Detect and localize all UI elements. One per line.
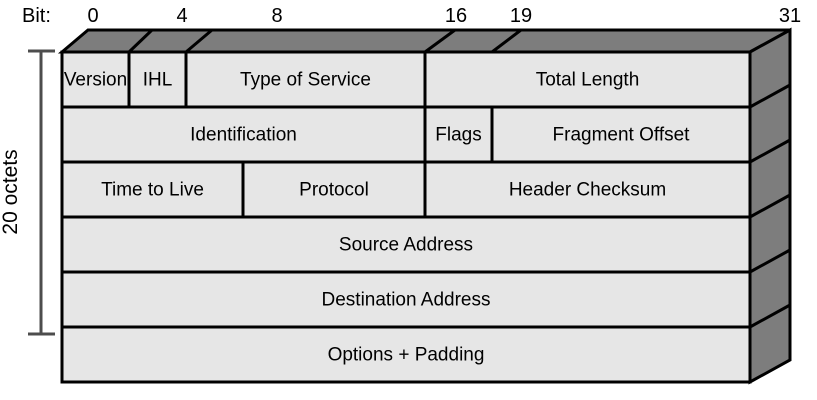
- header-row-0: Version IHL Type of Service Total Length: [60, 50, 752, 109]
- top-slant-bit4: [127, 28, 154, 54]
- top-slant-bit19: [491, 28, 522, 54]
- side-slant-row2: [749, 138, 791, 164]
- field-label-ihl: IHL: [143, 70, 173, 91]
- field-label-header-checksum: Header Checksum: [509, 180, 666, 201]
- field-label-version: Version: [64, 70, 127, 91]
- field-label-total-length: Total Length: [536, 70, 640, 91]
- field-label-fragment-offset: Fragment Offset: [553, 125, 691, 146]
- header-row-2: Time to Live Protocol Header Checksum: [60, 160, 752, 219]
- bit-tick-4: 4: [176, 5, 187, 27]
- field-label-identification: Identification: [190, 125, 297, 146]
- octets-bracket: 20 octets: [0, 49, 55, 336]
- bit-axis: Bit: 0 4 8 16 19 31: [22, 5, 801, 27]
- field-cell-fragment-offset: [490, 105, 752, 164]
- top-face: [57, 28, 791, 54]
- field-label-time-to-live: Time to Live: [101, 180, 204, 201]
- side-face-group: [748, 27, 792, 385]
- bit-tick-16: 16: [445, 5, 467, 27]
- field-cell-destination-address: [60, 270, 752, 329]
- top-slant-bit8: [185, 28, 213, 54]
- field-cell-source-address: [60, 215, 752, 274]
- field-cell-flags: [423, 105, 494, 164]
- header-row-5: Options + Padding: [60, 325, 752, 384]
- bit-tick-19: 19: [510, 5, 532, 27]
- bit-tick-31: 31: [779, 5, 801, 27]
- side-slant-row3: [749, 193, 791, 219]
- octets-bracket-label: 20 octets: [0, 149, 22, 234]
- top-slant-bit16: [424, 28, 456, 54]
- top-face-group: [57, 28, 791, 54]
- field-cell-version: [60, 50, 131, 109]
- bit-tick-0: 0: [87, 5, 98, 27]
- field-label-destination-address: Destination Address: [322, 290, 491, 311]
- field-cell-header-checksum: [423, 160, 752, 219]
- bit-axis-caption: Bit:: [22, 5, 51, 27]
- field-label-options-padding: Options + Padding: [328, 345, 485, 366]
- field-label-flags: Flags: [435, 125, 481, 146]
- field-label-protocol: Protocol: [299, 180, 369, 201]
- header-row-4: Destination Address: [60, 270, 752, 329]
- side-slant-row1: [749, 83, 791, 109]
- bit-tick-8: 8: [271, 5, 282, 27]
- field-label-type-of-service: Type of Service: [240, 70, 371, 91]
- side-slant-row4: [749, 248, 791, 274]
- header-row-1: Identification Flags Fragment Offset: [60, 105, 752, 164]
- header-row-3: Source Address: [60, 215, 752, 274]
- field-cell-options-padding: [60, 325, 752, 384]
- field-cell-time-to-live: [60, 160, 245, 219]
- side-slant-row5: [749, 303, 791, 329]
- field-label-source-address: Source Address: [339, 235, 473, 256]
